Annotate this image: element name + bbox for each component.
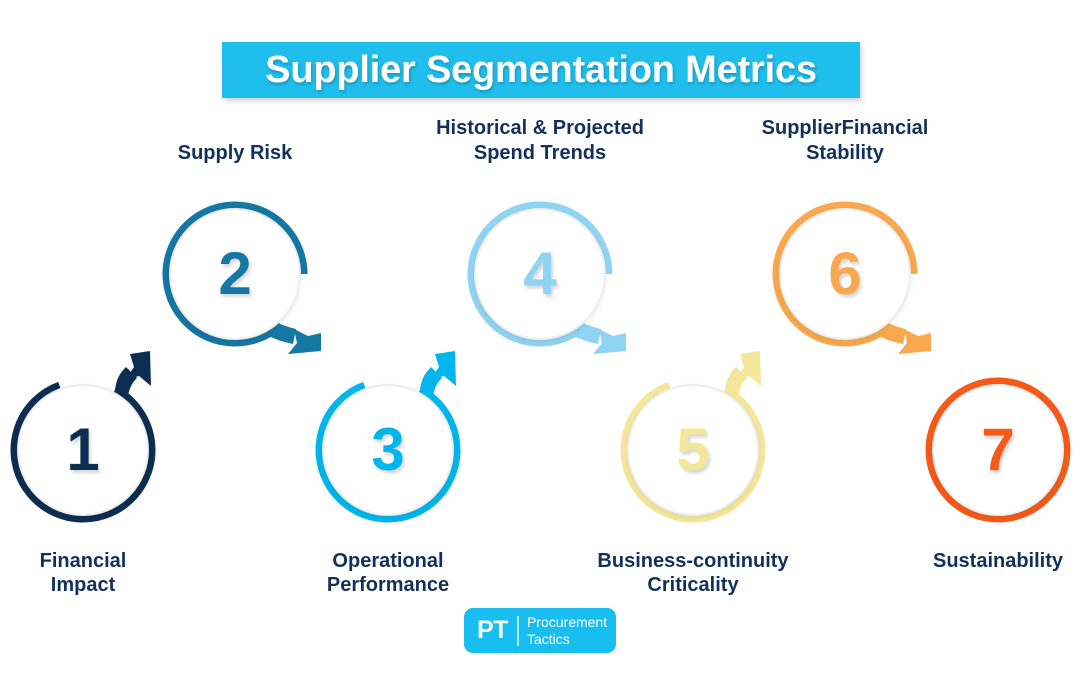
step-label-7: Sustainability bbox=[932, 550, 1064, 572]
logo-monogram: PT bbox=[477, 616, 508, 644]
step-number-7: 7 bbox=[981, 416, 1015, 483]
step-inner-disc-6 bbox=[779, 208, 911, 340]
step-number-4: 4 bbox=[523, 240, 557, 307]
step-label-3: Operational Performance bbox=[326, 550, 450, 597]
step-label-4: Historical & Projected Spend Trends bbox=[436, 117, 644, 164]
step-label-1: Financial Impact bbox=[39, 550, 127, 597]
step-inner-disc-1 bbox=[17, 384, 149, 516]
step-number-3: 3 bbox=[371, 416, 405, 483]
step-inner-disc-3 bbox=[322, 384, 454, 516]
page-title-banner: Supplier Segmentation Metrics bbox=[222, 42, 860, 98]
page-title: Supplier Segmentation Metrics bbox=[265, 49, 817, 91]
step-inner-disc-7 bbox=[932, 384, 1064, 516]
step-number-2: 2 bbox=[218, 240, 252, 307]
step-number-6: 6 bbox=[828, 240, 862, 307]
process-step-2[interactable]: 2 Supply Risk bbox=[158, 142, 321, 354]
step-label-5: Business-continuity Criticality bbox=[597, 550, 789, 597]
logo-divider bbox=[516, 615, 519, 646]
logo-wordmark: Procurement Tactics bbox=[527, 614, 607, 646]
step-number-1: 1 bbox=[66, 416, 100, 483]
step-inner-disc-2 bbox=[169, 208, 301, 340]
step-label-6: SupplierFinancial Stability bbox=[761, 117, 929, 164]
step-inner-disc-4 bbox=[474, 208, 606, 340]
step-label-2: Supply Risk bbox=[177, 141, 293, 164]
process-step-4[interactable]: 4 Historical & Projected Spend Trends bbox=[436, 117, 644, 354]
brand-logo: PT Procurement Tactics bbox=[464, 608, 616, 653]
logo-word-line-2: Tactics bbox=[526, 630, 570, 647]
step-inner-disc-5 bbox=[627, 384, 759, 516]
process-step-6[interactable]: 6 SupplierFinancial Stability bbox=[762, 117, 931, 354]
logo-word-line-1: Procurement bbox=[526, 614, 608, 631]
step-number-5: 5 bbox=[676, 416, 710, 483]
